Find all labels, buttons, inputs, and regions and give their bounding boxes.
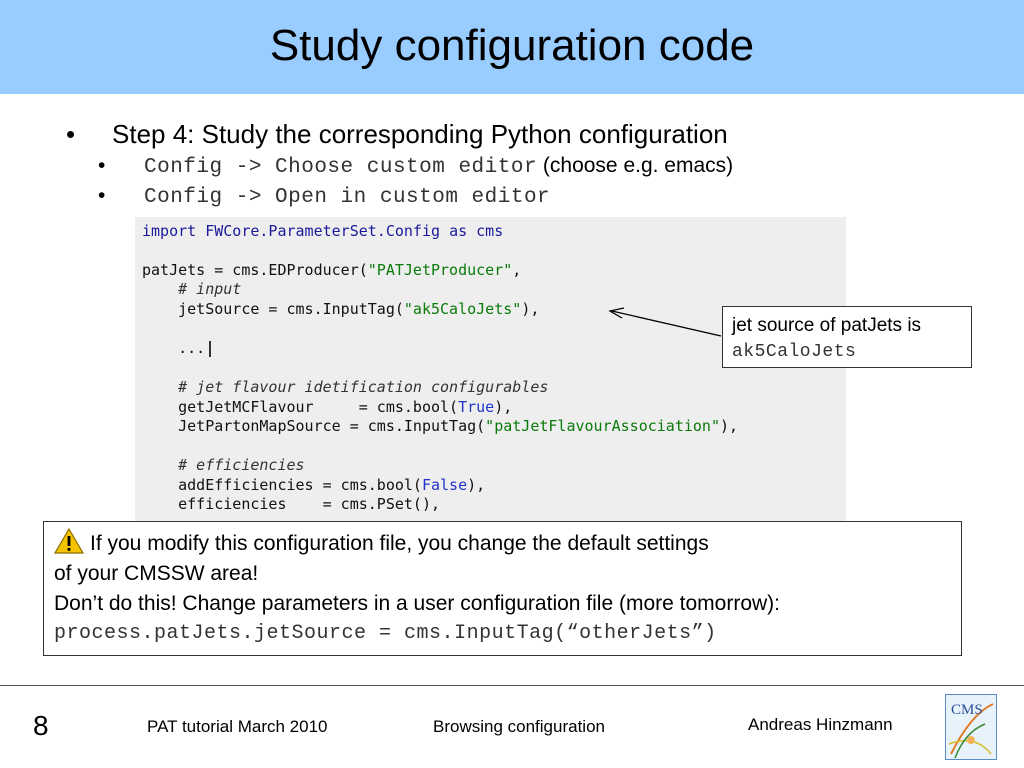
bullet-marker: • <box>66 119 76 149</box>
warning-text: Don’t do this! Change parameters in a us… <box>54 592 780 615</box>
sub-bullet-code: Config -> Open in custom editor <box>144 186 551 209</box>
warning-text: of your CMSSW area! <box>54 562 259 585</box>
cms-logo-icon: CMS <box>945 694 997 760</box>
bullet-marker: • <box>98 184 106 207</box>
sub-bullet-text: (choose e.g. emacs) <box>537 154 734 177</box>
code-comment: # jet flavour idetification configurable… <box>142 378 549 396</box>
footer-right: Andreas Hinzmann <box>748 715 893 734</box>
code-line: efficiencies = cms.PSet(), <box>142 495 441 513</box>
text-cursor-icon <box>209 340 212 357</box>
code-line: ... <box>142 339 212 358</box>
code-line: patJets = cms.EDProducer("PATJetProducer… <box>142 261 522 279</box>
main-bullet-text: Step 4: Study the corresponding Python c… <box>112 119 728 149</box>
code-comment: # input <box>142 280 242 298</box>
callout-code: ak5CaloJets <box>732 342 857 362</box>
warning-triangle-icon <box>54 528 84 554</box>
code-line: jetSource = cms.InputTag("ak5CaloJets"), <box>142 300 540 318</box>
code-screenshot: import FWCore.ParameterSet.Config as cms… <box>135 217 846 522</box>
code-line: addEfficiencies = cms.bool(False), <box>142 476 486 494</box>
code-line: JetPartonMapSource = cms.InputTag("patJe… <box>142 417 739 435</box>
page-number: 8 <box>33 710 49 741</box>
callout-text: jet source of patJets is <box>732 315 922 336</box>
warning-code: process.patJets.jetSource = cms.InputTag… <box>54 622 717 645</box>
callout-box: jet source of patJets is ak5CaloJets <box>722 306 972 368</box>
footer-left: PAT tutorial March 2010 <box>147 717 328 736</box>
footer-center: Browsing configuration <box>433 717 605 736</box>
warning-box: If you modify this configuration file, y… <box>43 521 962 656</box>
code-line: getJetMCFlavour = cms.bool(True), <box>142 398 513 416</box>
sub-bullet-code: Config -> Choose custom editor <box>144 156 538 179</box>
code-comment: # efficiencies <box>142 456 305 474</box>
slide-title: Study configuration code <box>269 21 755 70</box>
code-line: import FWCore.ParameterSet.Config as cms <box>142 222 504 240</box>
title-bar <box>0 0 1024 94</box>
footer-divider <box>0 685 1024 686</box>
warning-text: If you modify this configuration file, y… <box>90 532 709 555</box>
bullet-marker: • <box>98 154 106 177</box>
svg-text:CMS: CMS <box>951 702 983 718</box>
